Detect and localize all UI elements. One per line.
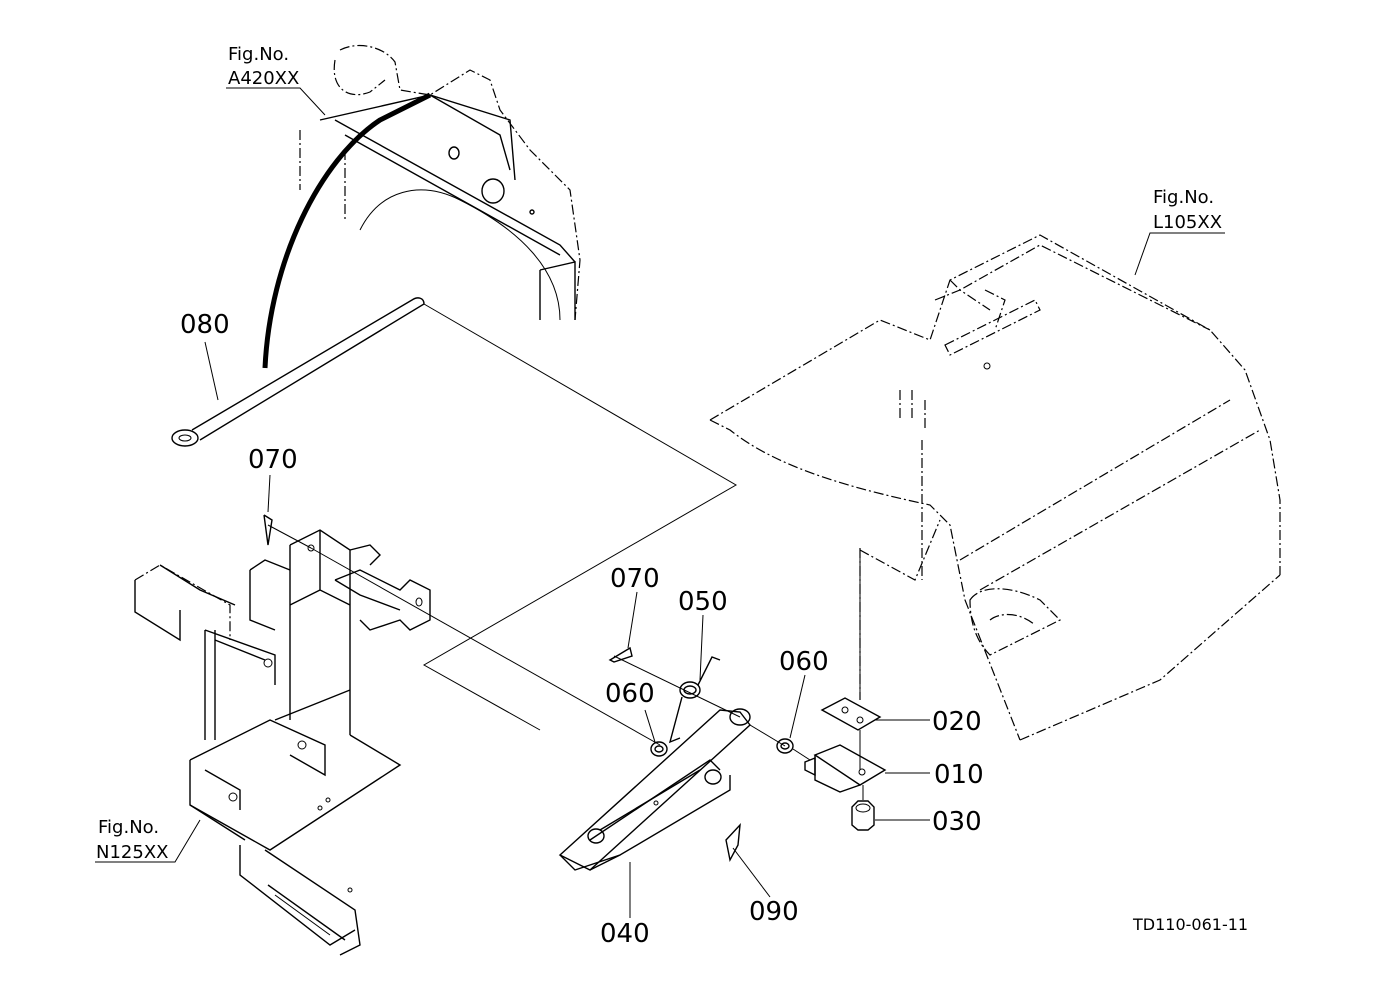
spring-050 xyxy=(668,656,721,744)
fig-ref-a420-line2: A420XX xyxy=(228,68,299,89)
fig-ref-n125: Fig.No. N125XX xyxy=(96,817,168,863)
reference-plane xyxy=(422,303,737,731)
fig-ref-a420: Fig.No. A420XX xyxy=(228,44,299,89)
part-label-060-left: 060 xyxy=(605,679,655,709)
rod-080 xyxy=(171,297,425,447)
plate-020 xyxy=(820,697,882,731)
cotter-pin-090 xyxy=(725,823,741,863)
drawing-code: TD110-061-11 xyxy=(1132,915,1248,934)
washer-060-right xyxy=(776,738,794,754)
part-label-080: 080 xyxy=(180,310,230,340)
washer-060-left xyxy=(650,741,668,757)
pin-070-small xyxy=(608,646,633,663)
part-label-070-small: 070 xyxy=(610,564,660,594)
nut-030 xyxy=(851,800,875,831)
fig-ref-a420-line1: Fig.No. xyxy=(228,44,289,65)
bracket-010 xyxy=(804,744,887,793)
part-label-070-top: 070 xyxy=(248,445,298,475)
leader-lines xyxy=(95,87,1225,918)
bracket-assembly xyxy=(134,529,431,956)
part-label-090: 090 xyxy=(749,897,799,927)
fig-ref-l105: Fig.No. L105XX xyxy=(1153,187,1222,233)
part-label-060-right: 060 xyxy=(779,647,829,677)
part-label-050: 050 xyxy=(678,587,728,617)
fig-ref-n125-line1: Fig.No. xyxy=(98,817,159,838)
fig-ref-l105-line1: Fig.No. xyxy=(1153,187,1214,208)
fig-ref-l105-line2: L105XX xyxy=(1153,212,1222,233)
part-label-040: 040 xyxy=(600,919,650,949)
part-label-020: 020 xyxy=(932,707,982,737)
cable xyxy=(262,92,432,369)
fender-assembly xyxy=(299,44,581,321)
pedal-040 xyxy=(558,708,751,871)
pin-070-top xyxy=(263,514,273,546)
part-label-010: 010 xyxy=(934,760,984,790)
fig-ref-n125-line2: N125XX xyxy=(96,842,168,863)
hood-assembly xyxy=(709,234,1281,741)
part-label-030: 030 xyxy=(932,807,982,837)
